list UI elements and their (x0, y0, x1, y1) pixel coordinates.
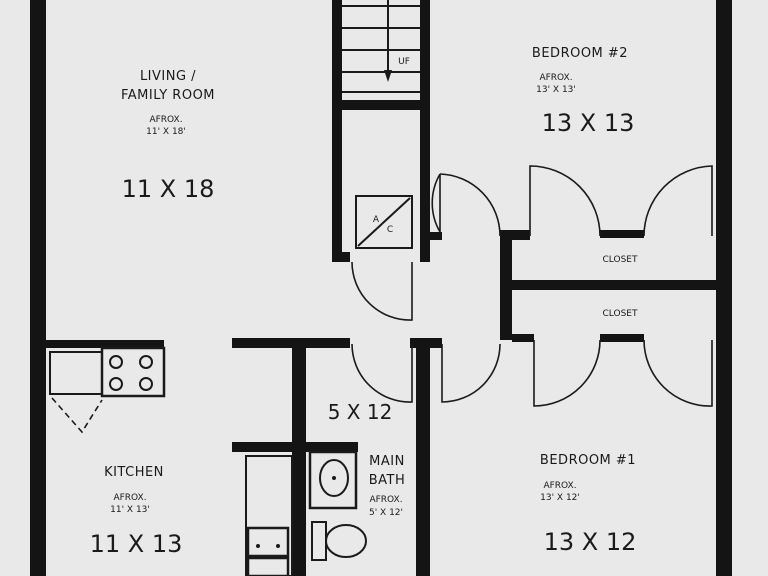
stair-left-wall (332, 0, 342, 262)
bedroom1-dims: 13 X 12 (544, 528, 637, 556)
bath-labels: 5 X 12 MAIN BATH AFROX. 5' X 12' (328, 400, 406, 518)
kitchen-labels: KITCHEN AFROX. 11' X 13' 11 X 13 (90, 465, 183, 558)
stair-right-wall (420, 0, 430, 262)
bedroom1-door-icon (441, 343, 501, 403)
closet-labels: CLOSET CLOSET (603, 255, 638, 319)
doors (51, 165, 713, 434)
bath-approx-label: AFROX. (369, 495, 402, 505)
bath-left-wall (292, 338, 306, 576)
bedroom1-name: BEDROOM #1 (540, 453, 636, 468)
bath-top-wall (232, 338, 350, 348)
stair-arrow-icon (384, 70, 392, 82)
bedroom2-door-swing-icon (439, 173, 501, 237)
kitchen-fixtures (49, 346, 293, 576)
living-room-approx-label: AFROX. (149, 115, 182, 125)
kitchen-door-icon (51, 397, 103, 434)
bath-name-line2: BATH (369, 473, 406, 488)
closet-upper-left-door-icon (529, 165, 601, 237)
bedroom1-wall-stub-mid (600, 334, 644, 342)
bath-approx-dims: 5' X 12' (369, 508, 403, 518)
ac-letter-a: A (373, 215, 380, 225)
closet-stub-wall (332, 252, 350, 262)
living-room-name-line1: LIVING / (140, 69, 196, 84)
living-room-approx-dims: 11' X 18' (146, 127, 186, 137)
kitchen-top-counter-edge (46, 340, 164, 348)
bedroom1-approx-label: AFROX. (543, 481, 576, 491)
bath-door-icon (351, 343, 413, 403)
bedroom2-approx-dims: 13' X 13' (536, 85, 576, 95)
closet-lower-left-door-icon (533, 339, 601, 407)
bedroom2-wall-stub (500, 230, 530, 240)
kitchen-counter-right (245, 455, 293, 576)
closet-left-wall (500, 230, 512, 340)
ac-closet-door-icon (351, 261, 413, 321)
bedroom2-name: BEDROOM #2 (532, 46, 628, 61)
bedroom2-approx-label: AFROX. (539, 73, 572, 83)
kitchen-dims: 11 X 13 (90, 530, 183, 558)
toilet-icon (325, 524, 367, 558)
living-room-name-line2: FAMILY ROOM (121, 88, 215, 103)
kitchen-name: KITCHEN (104, 465, 164, 480)
bedroom2-dims: 13 X 13 (542, 109, 635, 137)
bath-fixtures (308, 450, 367, 561)
kitchen-approx-label: AFROX. (113, 493, 146, 503)
closet-lower-label: CLOSET (603, 309, 638, 319)
bedroom2-door-leaf (431, 173, 441, 235)
left-outer-wall (30, 0, 46, 576)
bath-vanity-icon (308, 450, 358, 510)
stairs-label: UF (398, 57, 410, 67)
closet-upper-label: CLOSET (603, 255, 638, 265)
bath-name-line1: MAIN (369, 454, 405, 469)
kitchen-counter-wall (232, 442, 358, 452)
bedroom1-approx-dims: 13' X 12' (540, 493, 580, 503)
living-room-dims: 11 X 18 (122, 175, 215, 203)
kitchen-approx-dims: 11' X 13' (110, 505, 150, 515)
stair-bottom-wall (332, 100, 430, 110)
bath-sink-icon (319, 459, 349, 497)
walls (30, 0, 732, 576)
closet-divider-wall (512, 280, 718, 290)
bedroom2-labels: BEDROOM #2 AFROX. 13' X 13' 13 X 13 (532, 46, 634, 137)
staircase: UF (342, 0, 420, 93)
ac-unit-box (355, 195, 413, 249)
living-room-labels: LIVING / FAMILY ROOM AFROX. 11' X 18' 11… (121, 69, 215, 203)
right-outer-wall (716, 0, 732, 576)
stove-icon (100, 346, 166, 398)
hall-stub-wall (420, 232, 442, 240)
bedroom1-labels: BEDROOM #1 AFROX. 13' X 12' 13 X 12 (540, 453, 636, 556)
kitchen-sink-icon (246, 526, 290, 558)
ac-unit: A C (355, 195, 413, 249)
bath-dims: 5 X 12 (328, 400, 393, 424)
bath-right-wall (416, 338, 430, 576)
closet-mid-upper-wall (600, 230, 644, 238)
ac-letter-c: C (387, 225, 393, 235)
closet-upper-right-door-icon (643, 165, 713, 237)
closet-lower-right-door-icon (643, 339, 713, 407)
bedroom1-wall-stub-left (512, 334, 534, 342)
